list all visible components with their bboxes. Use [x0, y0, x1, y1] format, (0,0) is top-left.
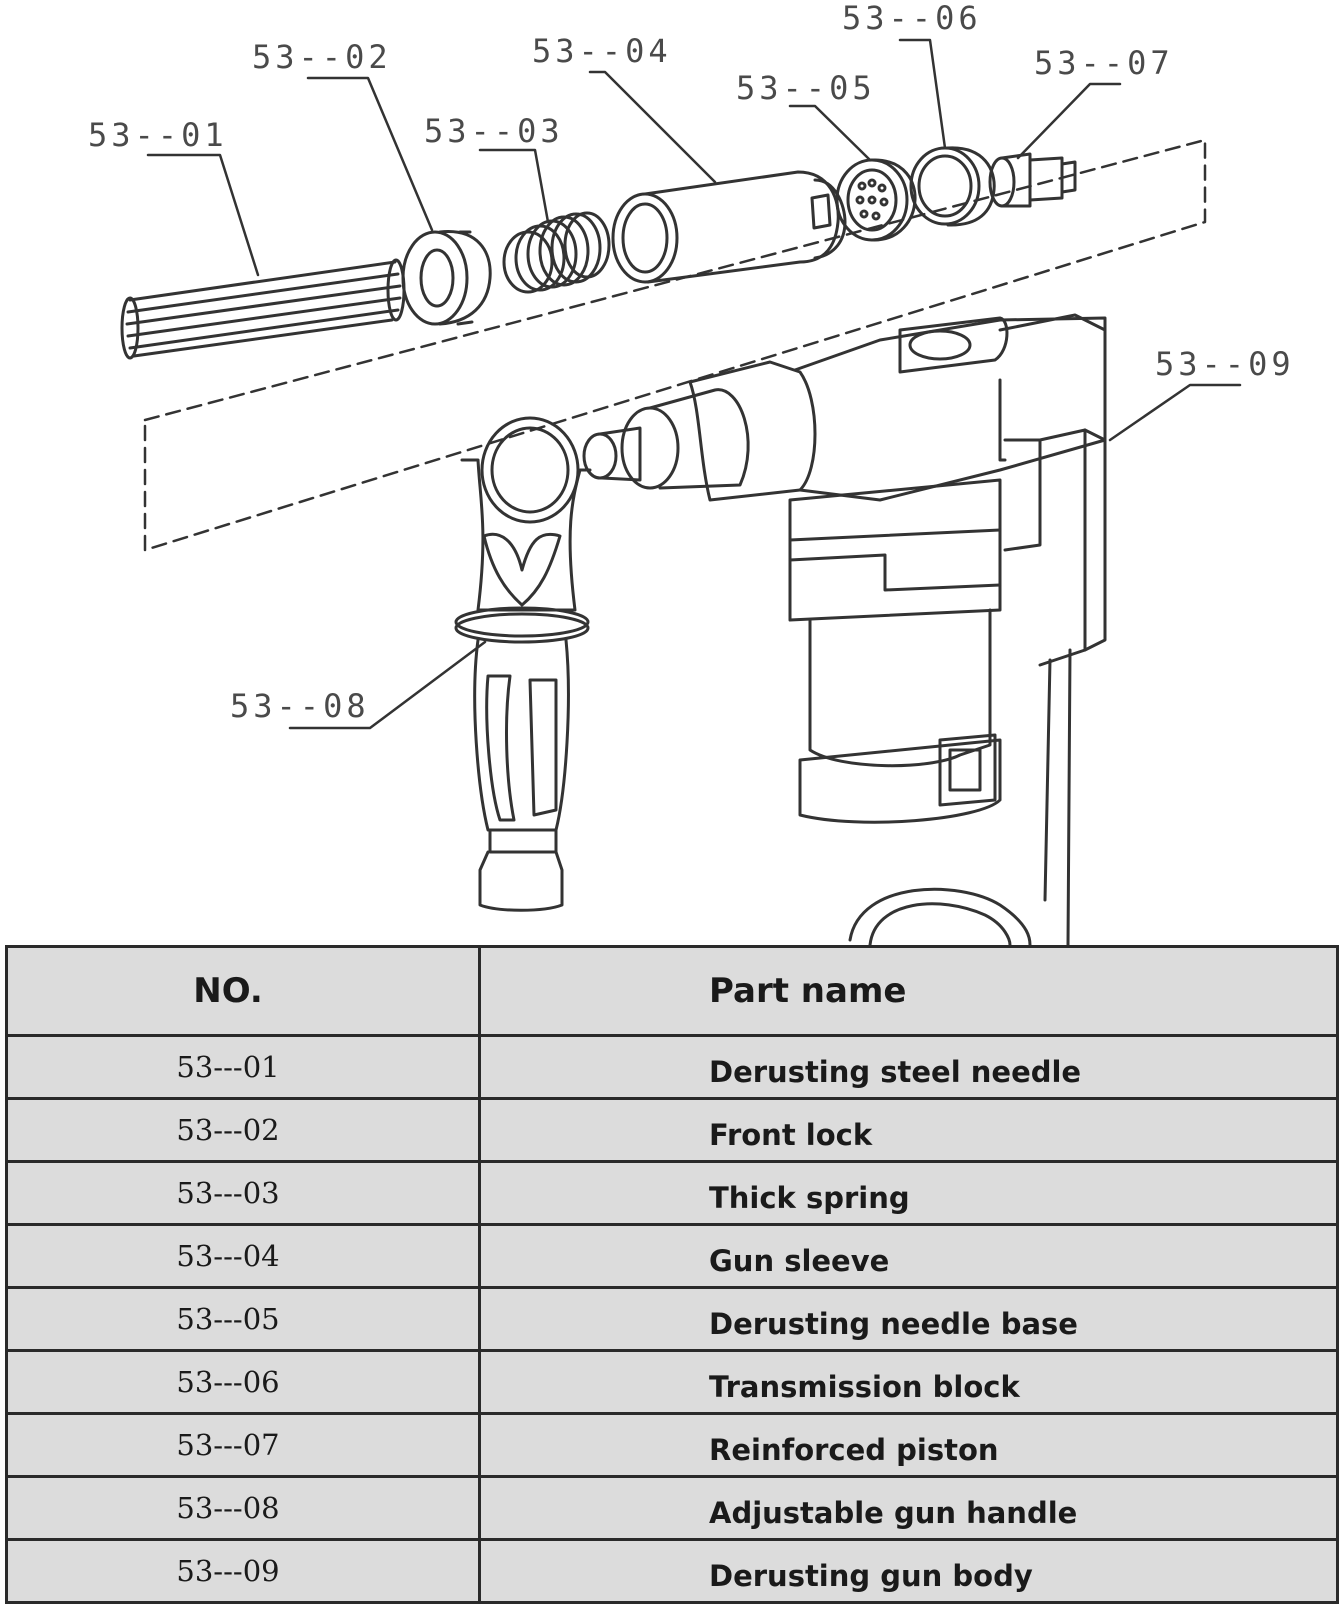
callout-53-05: 53--05	[736, 69, 876, 107]
table-row: 53---03 Thick spring	[5, 1160, 1339, 1226]
table-row: 53---01 Derusting steel needle	[5, 1034, 1339, 1100]
part-name-cell: Front lock	[478, 1097, 1339, 1163]
part-number-cell: 53---09	[5, 1538, 481, 1604]
part-adjustable-handle	[454, 416, 592, 912]
part-name-cell: Adjustable gun handle	[478, 1475, 1339, 1541]
callout-53-06: 53--06	[842, 0, 982, 37]
part-number-cell: 53---01	[5, 1034, 481, 1100]
part-name-cell: Reinforced piston	[478, 1412, 1339, 1478]
part-front-lock	[401, 230, 492, 326]
part-thick-spring	[502, 211, 611, 294]
column-header-no: NO.	[5, 945, 481, 1037]
parts-list-table: NO. Part name 53---01 Derusting steel ne…	[5, 945, 1339, 1604]
exploded-parts-diagram: 53--01 53--02 53--03 53--04 53--05 53--0…	[88, 0, 1295, 945]
table-row: 53---02 Front lock	[5, 1097, 1339, 1163]
part-name-cell: Derusting steel needle	[478, 1034, 1339, 1100]
callout-53-02: 53--02	[252, 38, 392, 76]
table-row: 53---05 Derusting needle base	[5, 1286, 1339, 1352]
callout-53-01: 53--01	[88, 116, 228, 154]
table-header-row: NO. Part name	[5, 945, 1339, 1037]
part-number-cell: 53---07	[5, 1412, 481, 1478]
table-row: 53---08 Adjustable gun handle	[5, 1475, 1339, 1541]
part-number-cell: 53---08	[5, 1475, 481, 1541]
part-name-cell: Thick spring	[478, 1160, 1339, 1226]
part-name-cell: Derusting gun body	[478, 1538, 1339, 1604]
part-number-cell: 53---04	[5, 1223, 481, 1289]
callout-53-09: 53--09	[1155, 345, 1295, 383]
part-name-cell: Transmission block	[478, 1349, 1339, 1415]
part-number-cell: 53---06	[5, 1349, 481, 1415]
table-row: 53---06 Transmission block	[5, 1349, 1339, 1415]
part-steel-needle-bundle	[120, 258, 406, 360]
table-row: 53---07 Reinforced piston	[5, 1412, 1339, 1478]
part-reinforced-piston	[988, 152, 1077, 208]
callout-53-03: 53--03	[424, 112, 564, 150]
part-name-cell: Derusting needle base	[478, 1286, 1339, 1352]
callout-53-08: 53--08	[230, 687, 370, 725]
part-number-cell: 53---05	[5, 1286, 481, 1352]
leader-lines	[146, 38, 1242, 730]
callout-53-04: 53--04	[532, 32, 672, 70]
part-gun-sleeve	[611, 170, 847, 284]
part-number-cell: 53---02	[5, 1097, 481, 1163]
table-row: 53---04 Gun sleeve	[5, 1223, 1339, 1289]
table-row: 53---09 Derusting gun body	[5, 1538, 1339, 1604]
column-header-part-name: Part name	[478, 945, 1339, 1037]
part-name-cell: Gun sleeve	[478, 1223, 1339, 1289]
part-number-cell: 53---03	[5, 1160, 481, 1226]
callout-53-07: 53--07	[1034, 44, 1174, 82]
part-derusting-gun-body	[582, 313, 1107, 945]
part-needle-base	[835, 158, 917, 242]
callout-labels: 53--01 53--02 53--03 53--04 53--05 53--0…	[88, 0, 1295, 725]
part-transmission-block	[909, 146, 996, 227]
